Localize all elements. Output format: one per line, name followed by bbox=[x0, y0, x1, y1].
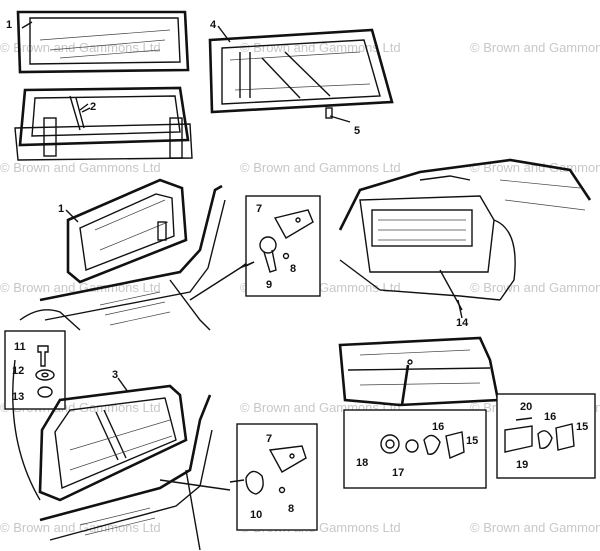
callout-3: 3 bbox=[112, 369, 118, 381]
window-frame-part-2 bbox=[14, 86, 193, 161]
callout-12: 12 bbox=[12, 365, 24, 377]
door-glass-part-1 bbox=[19, 178, 249, 331]
callout-1: 1 bbox=[6, 19, 12, 31]
callout-18: 18 bbox=[356, 457, 368, 469]
fastener-detail-box bbox=[4, 330, 66, 410]
handle-detail-box-bottom bbox=[229, 423, 318, 531]
glass-panel-part-1-top bbox=[16, 10, 190, 74]
leader-lines bbox=[21, 21, 463, 393]
striker-detail-box bbox=[496, 393, 596, 479]
callout-15: 15 bbox=[466, 435, 478, 447]
window-assembly-part-4 bbox=[208, 28, 394, 119]
door-glass-part-3 bbox=[12, 359, 231, 551]
callout-15: 15 bbox=[576, 421, 588, 433]
watermark: © Brown and Gammons Ltd bbox=[470, 40, 600, 55]
callout-8: 8 bbox=[288, 503, 294, 515]
handle-detail-box-top bbox=[239, 195, 321, 297]
catch-detail-box bbox=[343, 409, 487, 489]
callout-numbers: 1 2 4 5 1 7 8 9 11 12 13 3 7 10 8 14 16 … bbox=[6, 19, 588, 521]
callout-4: 4 bbox=[210, 19, 217, 31]
callout-17: 17 bbox=[392, 467, 404, 479]
callout-8: 8 bbox=[290, 263, 296, 275]
watermark-layer: © Brown and Gammons Ltd © Brown and Gamm… bbox=[0, 40, 600, 535]
interior-panel-part-14 bbox=[338, 158, 592, 311]
trim-panel-part-14 bbox=[338, 336, 500, 407]
callout-5: 5 bbox=[354, 125, 360, 137]
watermark: © Brown and Gammons Ltd bbox=[240, 160, 401, 175]
callout-7: 7 bbox=[256, 203, 262, 215]
callout-19: 19 bbox=[516, 459, 528, 471]
callout-16: 16 bbox=[432, 421, 444, 433]
watermark: © Brown and Gammons Ltd bbox=[240, 40, 401, 55]
watermark: © Brown and Gammons Ltd bbox=[0, 160, 161, 175]
watermark: © Brown and Gammons Ltd bbox=[470, 160, 600, 175]
callout-13: 13 bbox=[12, 391, 24, 403]
callout-14: 14 bbox=[456, 317, 469, 329]
callout-16: 16 bbox=[544, 411, 556, 423]
callout-11: 11 bbox=[14, 341, 26, 353]
callout-7: 7 bbox=[266, 433, 272, 445]
callout-1: 1 bbox=[58, 203, 64, 215]
callout-9: 9 bbox=[266, 279, 272, 291]
callout-10: 10 bbox=[250, 509, 262, 521]
callout-2: 2 bbox=[90, 101, 96, 113]
watermark: © Brown and Gammons Ltd bbox=[0, 520, 161, 535]
watermark: © Brown and Gammons Ltd bbox=[470, 280, 600, 295]
callout-20: 20 bbox=[520, 401, 532, 413]
watermark: © Brown and Gammons Ltd bbox=[470, 520, 600, 535]
